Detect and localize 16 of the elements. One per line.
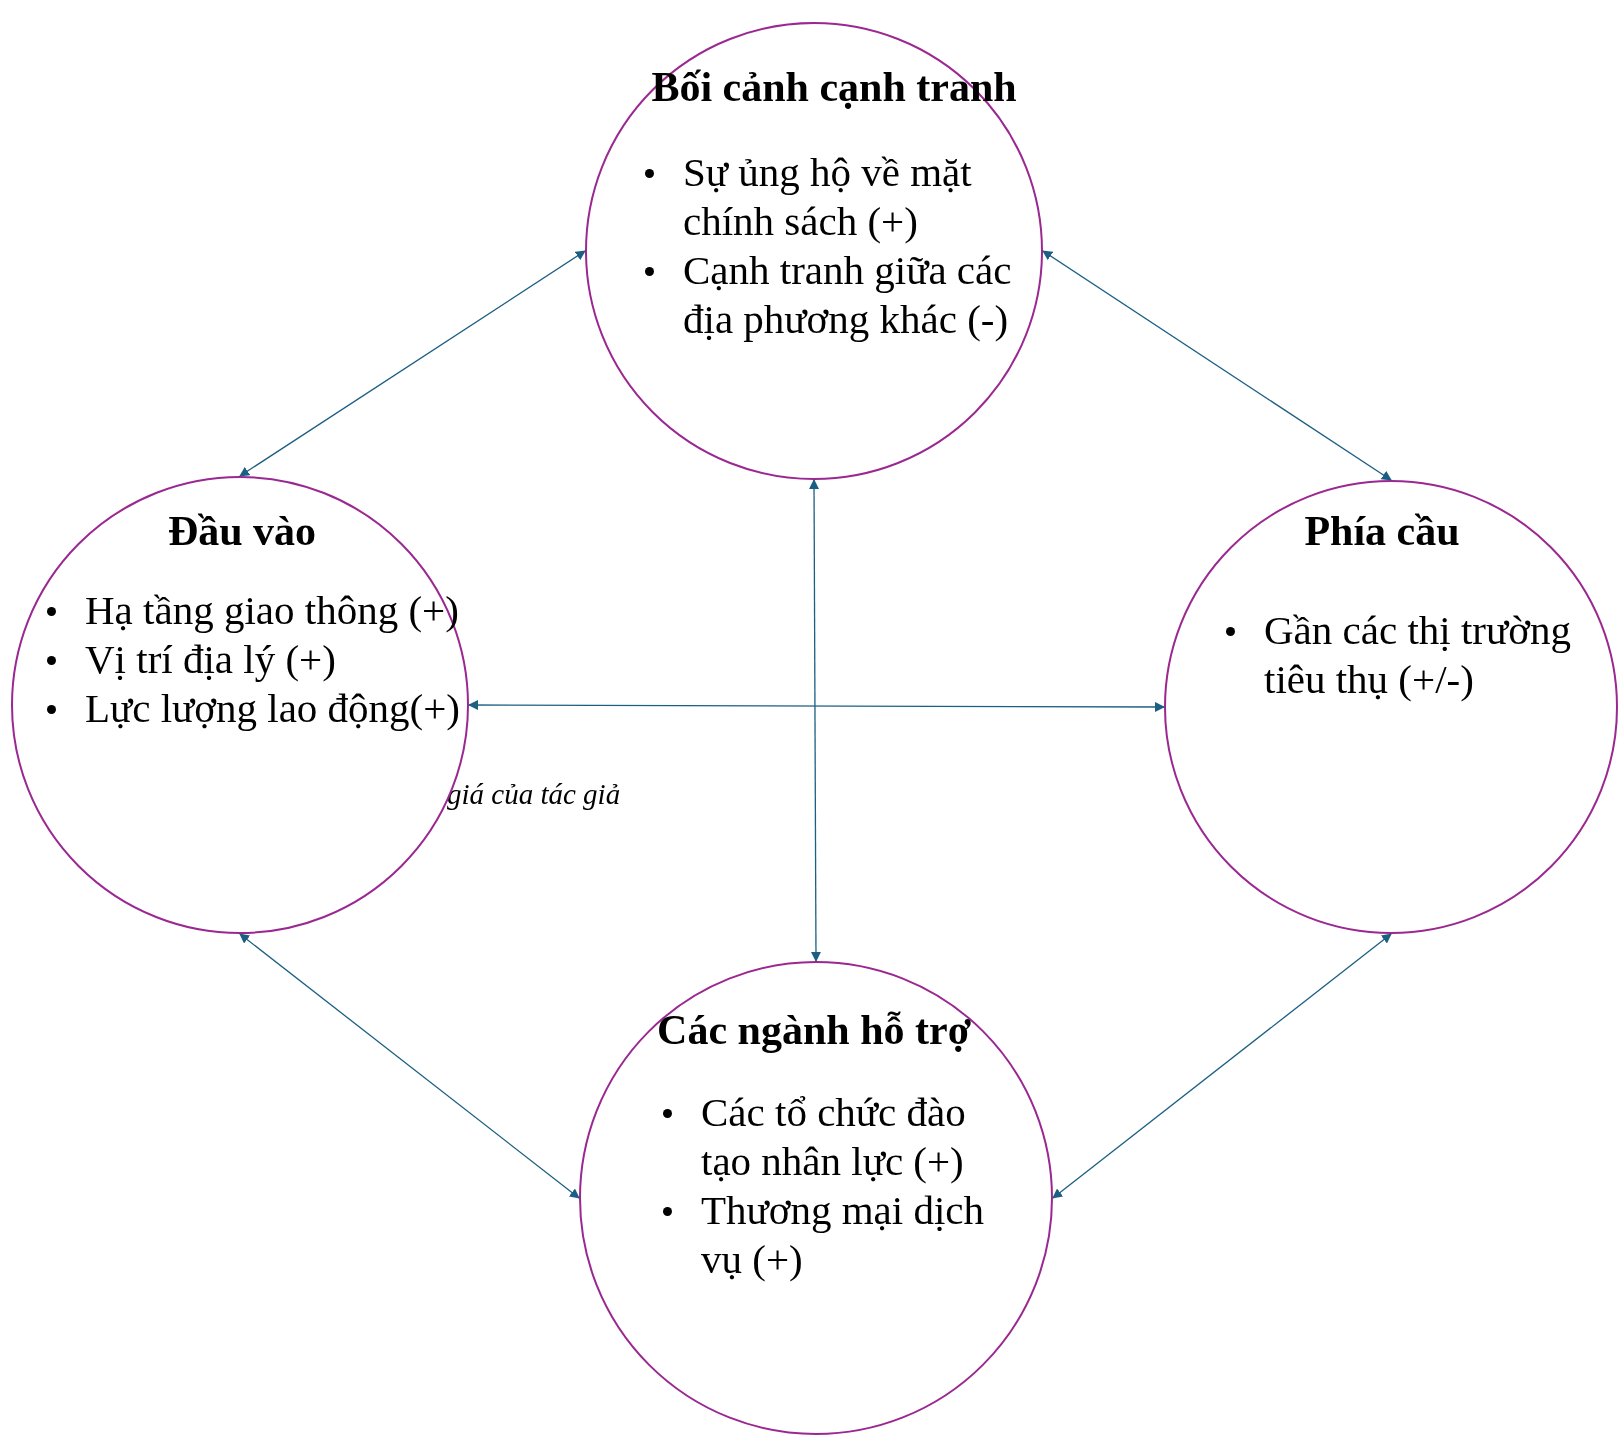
double-arrow — [239, 933, 580, 1199]
double-arrow — [239, 250, 586, 477]
bullet-text: Vị trí địa lý (+) — [85, 635, 337, 684]
double-arrow — [809, 479, 821, 962]
circle-heading: Phía cầu — [1304, 507, 1460, 556]
double-arrow — [1042, 250, 1392, 481]
bullet-text: Sự ủng hộ về mặt chính sách (+) — [683, 148, 973, 246]
bullet-text: Cạnh tranh giữa các địa phương khác (-) — [683, 246, 1013, 344]
double-arrow — [1052, 933, 1392, 1199]
bullet-text: Lực lượng lao động(+) — [85, 684, 462, 733]
bullet-text: Các tổ chức đào tạo nhân lực (+) — [701, 1088, 967, 1186]
bullet-text: Gần các thị trường tiêu thụ (+/-) — [1264, 606, 1572, 704]
circle-heading: Các ngành hỗ trợ — [657, 1006, 971, 1055]
circle-heading: Đầu vào — [167, 507, 317, 556]
double-arrow — [468, 700, 1165, 712]
bullet-text: Thương mại dịch vụ (+) — [701, 1186, 986, 1284]
